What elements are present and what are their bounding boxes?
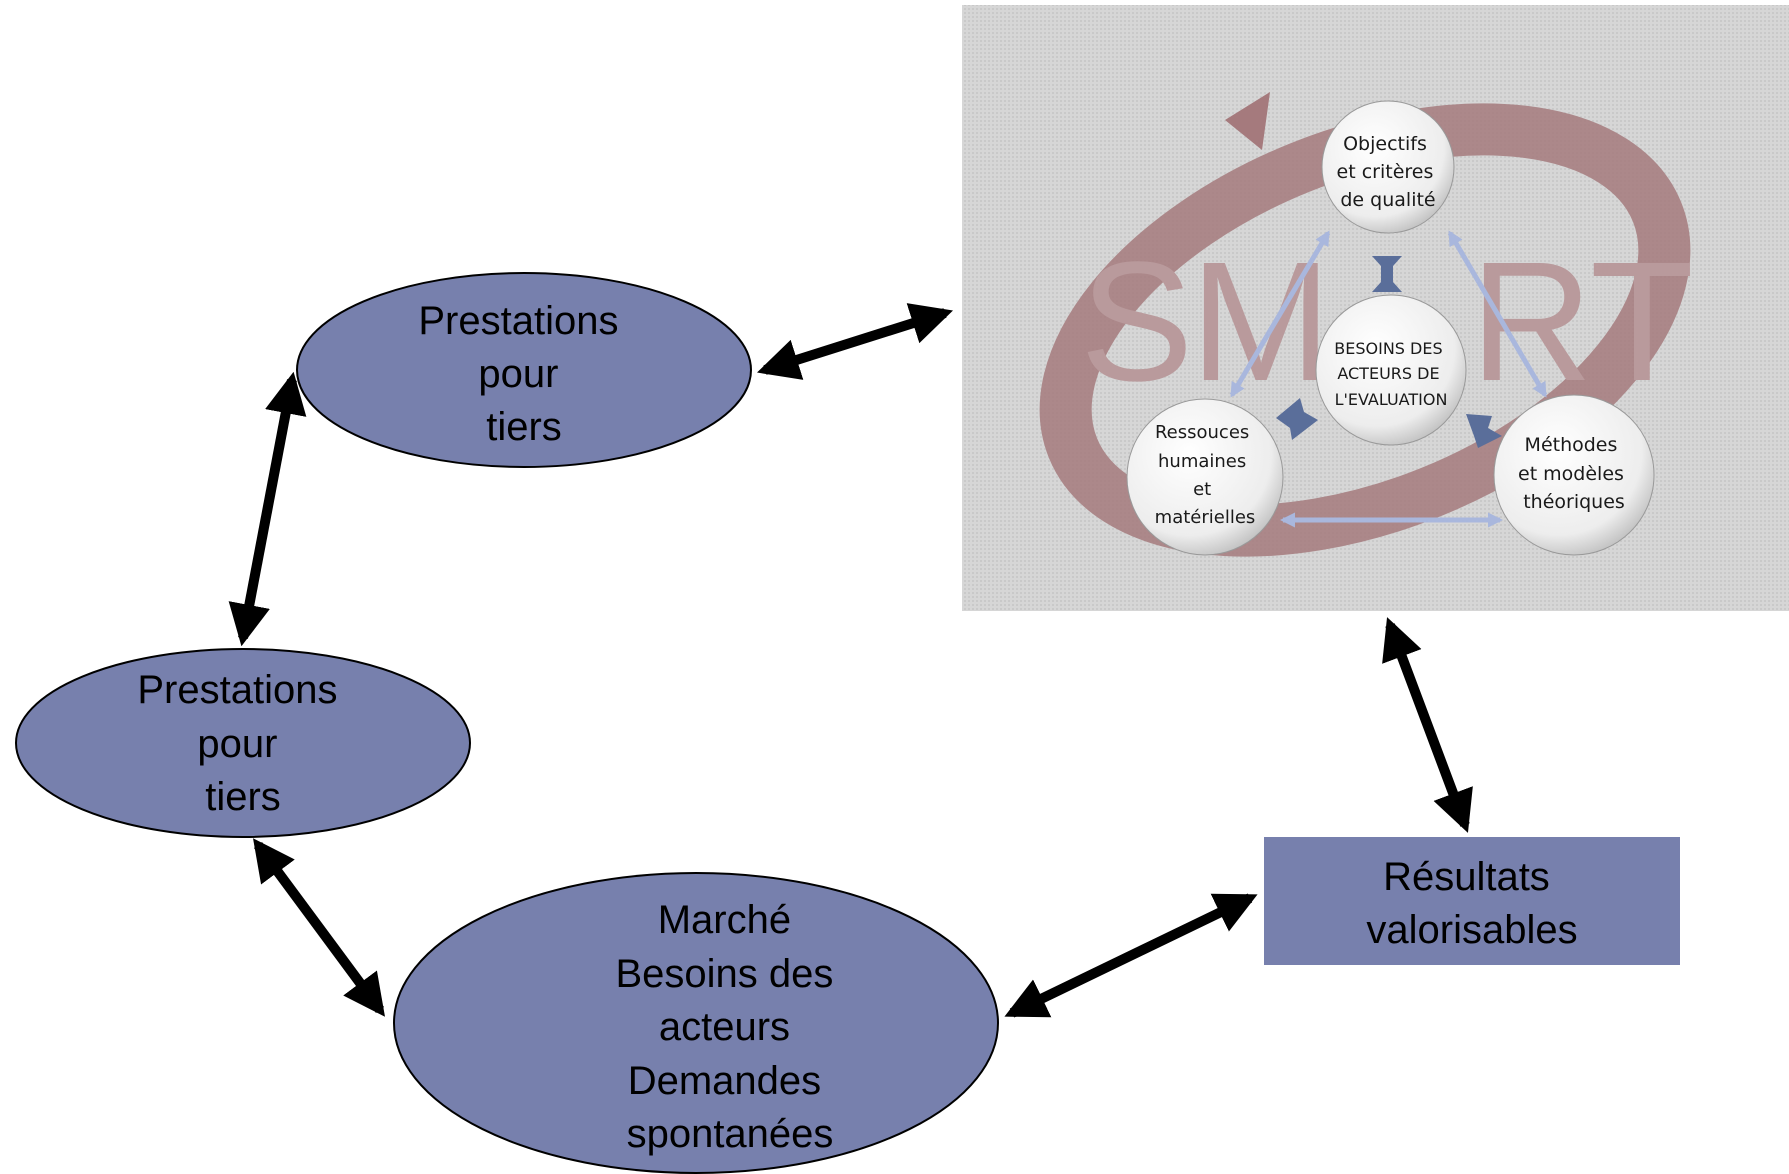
smart-letter-t: T (1590, 227, 1694, 417)
inner-arrow-objectifs-ressources (1229, 230, 1331, 398)
swirl-arrow-icon (1039, 92, 1691, 557)
connector-top-icon (1372, 256, 1402, 292)
svg-text:Prestations pour: Prestations pour tiers (418, 299, 629, 449)
node-prestations-left: Prestations pour tiers (15, 648, 471, 838)
arrow-prestations-top-left (228, 371, 307, 647)
arrow-prestations-left-marche (253, 838, 385, 1017)
svg-text:Prestations pour: Prestations pour tiers (137, 668, 348, 819)
smart-letter-m: M (1190, 227, 1332, 417)
svg-text:Méthodes et modèles: Méthodes et modèles théoriques (1518, 434, 1630, 513)
circle-objectifs: Objectifs et critères de qualité (1321, 100, 1455, 234)
circle-ressources: Ressouces humaines et matérielles (1126, 398, 1284, 556)
connection-arrows (228, 303, 1473, 1018)
node-resultats: Résultats valorisables (1264, 837, 1680, 965)
arrow-prestations-top-smart (756, 303, 954, 380)
inner-arrow-objectifs-methodes (1447, 230, 1548, 398)
connector-left-icon (1276, 398, 1318, 440)
node-marche: Marché Besoins des acteurs Demandes spon… (393, 872, 999, 1174)
resultats-box (1264, 837, 1680, 965)
connector-right-icon (1466, 414, 1502, 448)
svg-text:Marché Besoins des: Marché Besoins des acteurs Demandes spon… (615, 898, 844, 1156)
circle-methodes: Méthodes et modèles théoriques (1493, 394, 1655, 556)
smart-letter-s: S (1080, 227, 1193, 417)
arrow-smart-resultats (1382, 617, 1473, 833)
arrow-marche-resultats (1004, 893, 1258, 1018)
circle-besoins: BESOINS DES ACTEURS DE L'EVALUATION (1315, 294, 1467, 446)
svg-text:Objectifs et critère: Objectifs et critères de qualité (1337, 133, 1440, 211)
smart-letter-r: R (1470, 227, 1593, 417)
svg-text:Ressouces humaines: Ressouces humaines et matérielles (1155, 422, 1256, 528)
node-prestations-top: Prestations pour tiers (296, 272, 752, 468)
svg-text:Résultats valorisables: Résultats valorisables (1366, 855, 1577, 952)
svg-text:BESOINS DES ACTEURS: BESOINS DES ACTEURS DE L'EVALUATION (1334, 339, 1447, 409)
smart-image: S M R T Objectifs et critères de qualité (962, 5, 1789, 611)
